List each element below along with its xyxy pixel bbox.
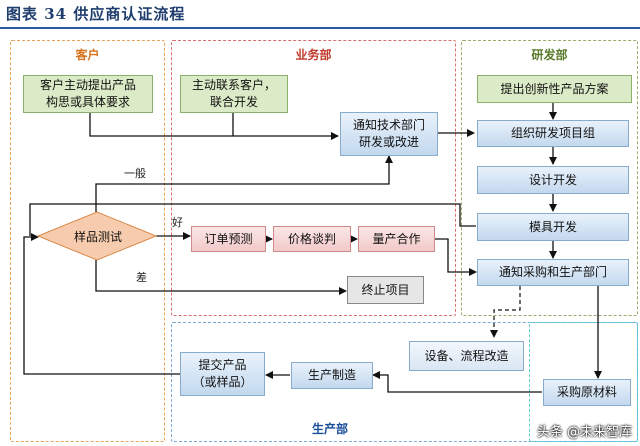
- edge-purchase-to-mfg: [372, 371, 542, 393]
- section-production-label: 生产部: [311, 422, 348, 436]
- org-rnd-team-box: 组织研发项目组: [477, 120, 629, 147]
- edge-sample-poor: [95, 260, 347, 295]
- section-rnd-label: 研发部: [531, 48, 568, 62]
- watermark: 头条 @未来智库: [536, 425, 632, 440]
- manufacturing-box: 生产制造: [291, 362, 373, 389]
- figure-title: 图表 34 供应商认证流程: [6, 5, 186, 23]
- price-negotiation-box: 价格谈判: [273, 226, 351, 252]
- edge-label-normal: 一般: [124, 167, 146, 180]
- section-production-inner: [529, 322, 638, 442]
- submit-product-box: 提交产品 （或样品）: [180, 352, 265, 396]
- edge-sample-normal: [95, 155, 393, 212]
- edge-notify-to-equipment: [490, 286, 521, 338]
- edge-mold-to-sample: [29, 203, 476, 236]
- terminate-box: 终止项目: [347, 276, 424, 304]
- purchase-materials-box: 采购原材料: [543, 379, 631, 406]
- design-dev-box: 设计开发: [477, 166, 629, 194]
- edge-customer-to-tech: [89, 113, 339, 140]
- notify-tech-box: 通知技术部门 研发或改进: [340, 112, 438, 156]
- section-customer: [10, 40, 165, 442]
- edge-label-good: 好: [172, 216, 183, 229]
- customer-request-box: 客户主动提出产品 构思或具体要求: [23, 75, 153, 113]
- notify-purchase-box: 通知采购和生产部门: [477, 259, 629, 286]
- section-rnd: [461, 40, 638, 316]
- contact-customer-box: 主动联系客户， 联合开发: [180, 75, 288, 113]
- sample-test-diamond: [36, 211, 158, 261]
- equipment-process-box: 设备、流程改造: [409, 341, 524, 371]
- section-business-label: 业务部: [295, 48, 332, 62]
- section-business: [171, 40, 456, 316]
- edge-label-poor: 差: [136, 271, 147, 284]
- edge-submit-to-sample: [23, 233, 180, 375]
- order-forecast-box: 订单预测: [191, 226, 266, 252]
- section-customer-label: 客户: [75, 48, 100, 62]
- edge-mass-to-notify: [435, 238, 477, 276]
- mass-production-box: 量产合作: [358, 226, 435, 252]
- mold-dev-box: 模具开发: [477, 213, 629, 241]
- sample-test-label: 样品测试: [73, 230, 122, 244]
- innovative-plan-box: 提出创新性产品方案: [477, 75, 632, 103]
- title-rule: [0, 27, 640, 29]
